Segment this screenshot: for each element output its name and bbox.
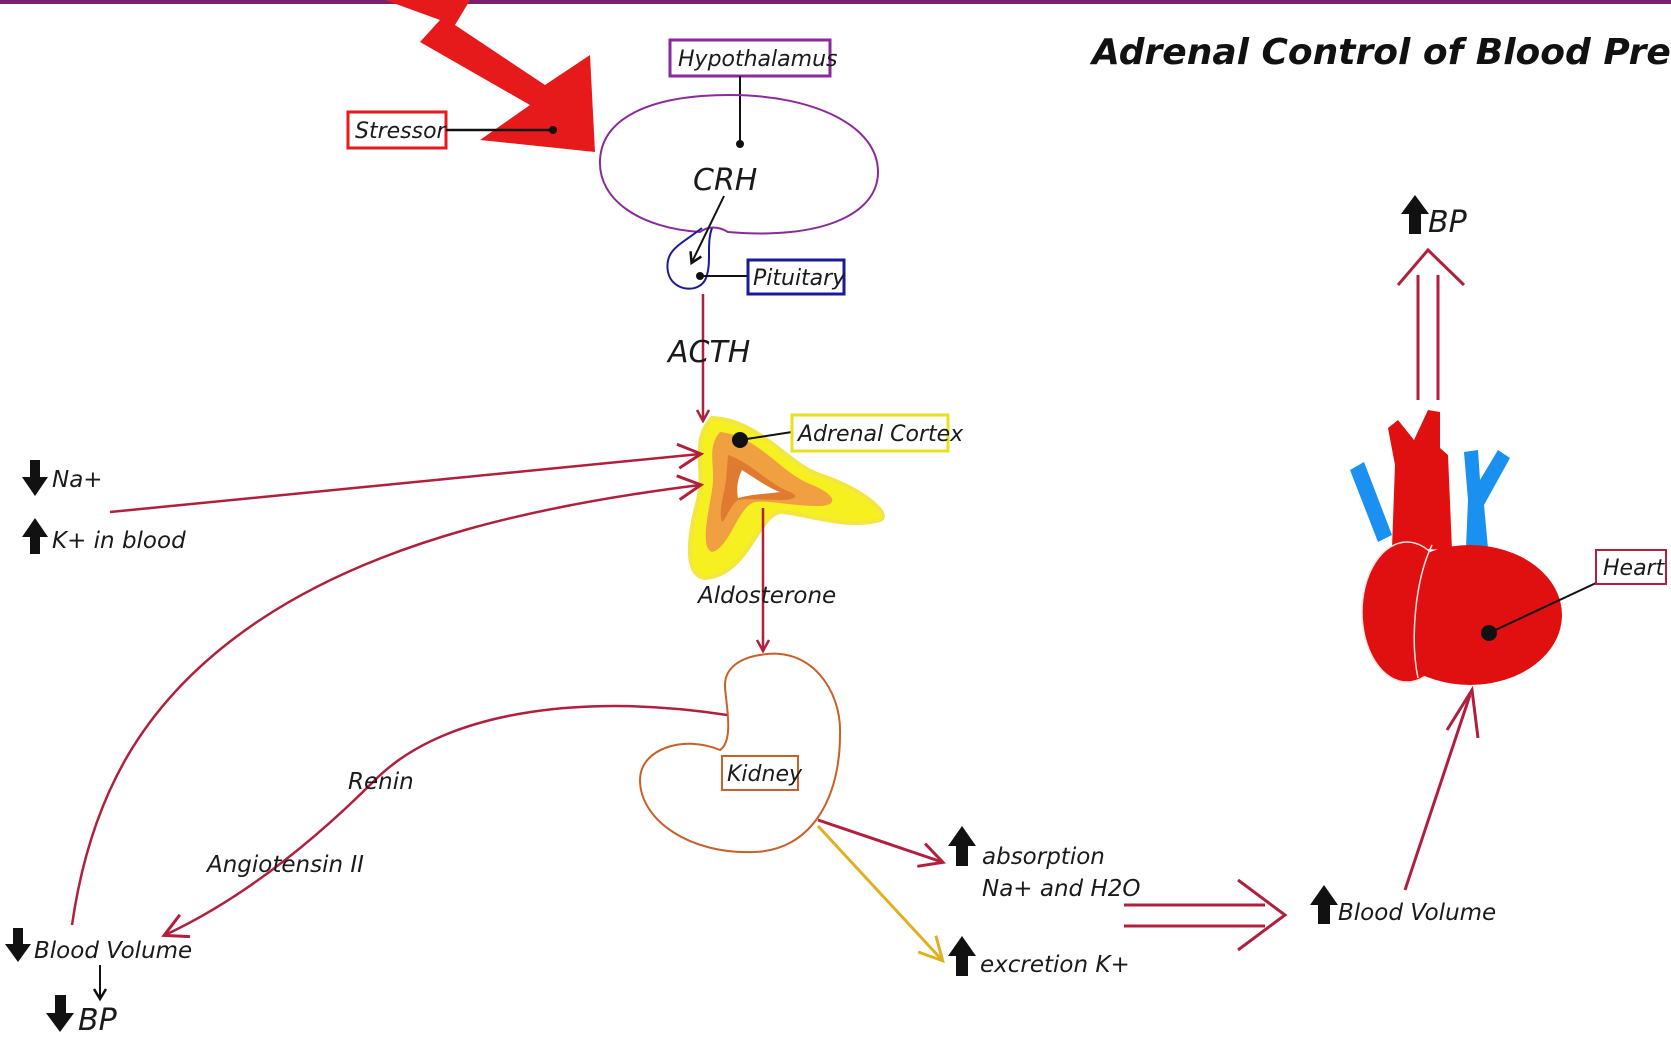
down-arrow-icon [22,460,48,496]
stressor-bolt-icon [385,0,595,152]
blood-volume-low-label: Blood Volume [34,938,192,964]
vessel-aorta [1388,410,1452,550]
pituitary-label: Pituitary [753,266,846,291]
pituitary-shape [666,227,713,290]
down-arrow-icon [5,928,31,962]
renin-label: Renin [348,769,414,795]
blood-volume-feedback-arrow [70,485,700,926]
adrenal-leader [739,431,793,441]
volume-to-heart-arrow [1403,694,1472,891]
excretion-arrow [816,824,942,960]
kidney-shape [638,652,842,854]
heart-leader [1488,582,1597,634]
diagram-title: Adrenal Control of Blood Pressu [1089,32,1671,73]
crh-label: CRH [693,163,757,198]
blood-volume-high-label: Blood Volume [1338,900,1496,926]
hypothalamus-shape [598,93,880,235]
down-arrow-icon [46,995,74,1032]
absorption-label-1: absorption [982,844,1105,870]
adrenal-cortex-box [790,413,950,453]
absorption-arrow [817,818,942,862]
stressor-box [346,110,448,150]
pituitary-box [746,258,846,296]
bp-high-label: BP [1428,205,1468,240]
up-arrow-icon [1401,195,1429,234]
kidney-box [721,755,799,791]
double-arrow-to-bp [1396,247,1466,400]
adrenal-gland-core [737,470,780,498]
heart-label: Heart [1603,556,1666,581]
absorption-label-2: Na+ and H2O [982,876,1141,902]
heart-left [1378,545,1562,685]
up-arrow-icon [948,826,976,866]
hypothalamus-box [668,38,832,78]
heart-seam [1413,544,1433,679]
hypothalamus-dot [736,140,744,148]
stressor-dot [549,126,557,134]
adrenal-cortex-label: Adrenal Cortex [796,422,964,447]
na-k-arrow [109,454,700,514]
renin-angiotensin-arrow [165,704,728,935]
acth-label: ACTH [666,335,750,370]
kidney-label: Kidney [727,762,803,787]
top-border [0,0,1671,4]
bp-low-label: BP [78,1003,118,1038]
k-blood-label: K+ in blood [52,528,186,554]
na-label: Na+ [52,467,103,493]
heart-box [1595,549,1667,585]
volume-to-heart-arrowhead [1445,685,1480,739]
hypothalamus-label: Hypothalamus [678,47,837,72]
up-arrow-icon [1310,885,1338,924]
up-arrow-icon [948,936,976,976]
angiotensin-label: Angiotensin II [205,852,364,878]
double-arrow-to-volume [1124,878,1288,952]
vessel-right [1464,450,1510,548]
excretion-label: excretion K+ [980,952,1130,978]
vessel-left [1350,462,1392,542]
crh-arrow [692,195,725,262]
up-arrow-icon [22,518,48,554]
stressor-label: Stressor [355,119,448,144]
aldosterone-label: Aldosterone [696,583,836,609]
